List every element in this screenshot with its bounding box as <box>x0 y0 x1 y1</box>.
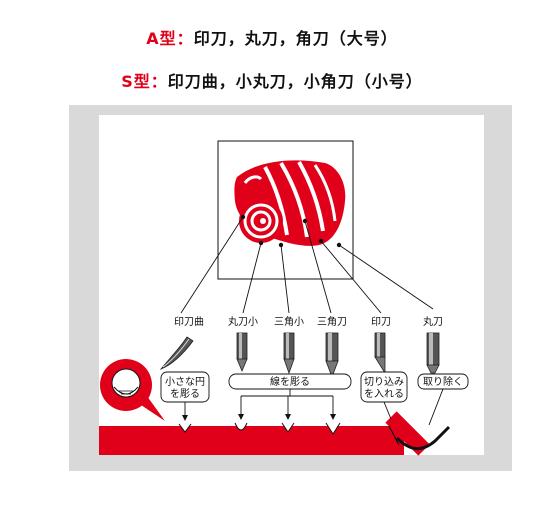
header-line-s: S型：印刀曲，小丸刀，小角刀（小号） <box>0 68 544 92</box>
type-s-colon: ： <box>150 72 168 91</box>
carving-tools-diagram: 印刀曲 丸刀小 三角小 三角刀 印刀 丸刀 <box>99 115 484 456</box>
type-s-prefix: S型 <box>121 72 151 91</box>
type-s-description: 印刀曲，小丸刀，小角刀（小号） <box>167 72 423 91</box>
small-v-tool-icon <box>283 332 295 375</box>
tool-label-curved-knife: 印刀曲 <box>174 316 204 328</box>
knife-icon <box>374 332 386 375</box>
leader-lines <box>180 216 434 314</box>
magnified-detail <box>100 359 165 421</box>
callout-small-circle-line2: を彫る <box>170 388 200 400</box>
header-line-a: A型：印刀，丸刀，角刀（大号） <box>0 25 544 49</box>
callout-cut-in-line1: 切り込み <box>364 376 404 388</box>
callout-cut-in: 切り込み を入れる <box>360 371 408 420</box>
type-a-prefix: A型 <box>146 29 177 48</box>
shell-seal-design <box>234 160 346 246</box>
callout-small-circle: 小さな円 を彫る <box>160 371 210 421</box>
tool-label-v-tool: 三角刀 <box>317 316 347 328</box>
callout-remove: 取り除く <box>417 373 469 426</box>
gouge-cut-stroke <box>395 425 451 450</box>
callout-carve-lines: 線を彫る <box>228 373 352 420</box>
diagram-panel: 印刀曲 丸刀小 三角小 三角刀 印刀 丸刀 <box>69 105 512 471</box>
callout-carve-lines-text: 線を彫る <box>270 375 310 388</box>
small-gouge-icon <box>236 332 248 373</box>
cut-marks <box>178 422 341 435</box>
tool-label-small-v-tool: 三角小 <box>274 316 304 328</box>
cut-slope <box>385 411 430 456</box>
gouge-icon <box>426 332 440 374</box>
tool-label-small-gouge: 丸刀小 <box>228 315 258 328</box>
tool-label-knife: 印刀 <box>371 316 391 328</box>
callout-cut-in-line2: を入れる <box>364 388 404 400</box>
callout-remove-text: 取り除く <box>423 375 463 388</box>
tool-label-gouge: 丸刀 <box>423 315 443 328</box>
curved-knife-icon <box>159 336 194 370</box>
v-tool-icon <box>325 332 339 379</box>
type-a-description: 印刀，丸刀，角刀（大号） <box>193 29 398 48</box>
callout-small-circle-line1: 小さな円 <box>165 376 205 388</box>
type-a-colon: ： <box>176 29 194 48</box>
